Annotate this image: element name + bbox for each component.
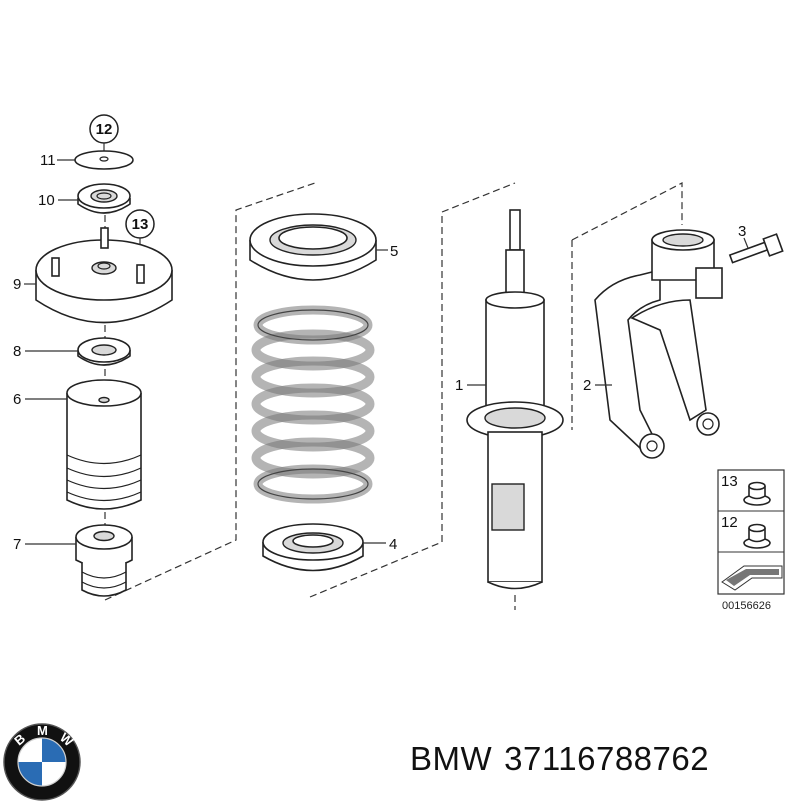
- callout-8: 8: [13, 343, 78, 360]
- svg-text:5: 5: [390, 243, 398, 260]
- callout-2: 2: [583, 377, 612, 394]
- svg-text:2: 2: [583, 377, 591, 394]
- callout-1: 1: [455, 377, 486, 394]
- fastener-legend: 13 12 00156626: [717, 469, 785, 612]
- part-3-bolt: [728, 233, 784, 264]
- brand-name: BMW: [410, 740, 493, 777]
- svg-text:1: 1: [455, 377, 463, 394]
- legend-flange-nut-12: [743, 523, 771, 549]
- part-10-bearing: [77, 183, 131, 214]
- callout-13-circled: 13: [125, 209, 155, 255]
- legend-flange-nut-13: [743, 481, 771, 506]
- legend-label-13: 13: [721, 473, 738, 490]
- callout-11: 11: [40, 152, 75, 169]
- svg-text:6: 6: [13, 391, 21, 408]
- legend-label-12: 12: [721, 514, 738, 531]
- part-2-wheel-carrier: [594, 229, 723, 459]
- part-6-dust-boot: [66, 379, 142, 510]
- svg-text:9: 9: [13, 276, 21, 293]
- svg-text:4: 4: [389, 536, 397, 553]
- legend-arrow-icon: [721, 565, 783, 591]
- part-number: 37116788762: [504, 740, 710, 777]
- svg-text:13: 13: [132, 216, 149, 233]
- part-4-lower-spring-seat: [262, 523, 364, 572]
- callout-5: 5: [376, 243, 398, 260]
- svg-text:11: 11: [40, 152, 56, 169]
- drawing-reference-code: 00156626: [722, 600, 771, 612]
- bmw-logo-icon: B M W: [3, 723, 81, 801]
- part-8-washer: [77, 337, 131, 366]
- svg-text:10: 10: [38, 192, 55, 209]
- part-1-shock-absorber: [466, 209, 564, 590]
- part-5-spring-pad: [249, 213, 377, 281]
- part-7-bump-stop: [75, 524, 133, 597]
- svg-text:12: 12: [96, 121, 113, 138]
- callout-6: 6: [13, 391, 67, 408]
- part-11-washer: [74, 150, 134, 170]
- svg-text:3: 3: [738, 223, 746, 240]
- part-9-strut-mount: [35, 227, 173, 324]
- logo-letter-m: M: [37, 723, 48, 738]
- part-caption: BMW 37116788762: [410, 740, 795, 784]
- svg-text:7: 7: [13, 536, 21, 553]
- callout-12-circled: 12: [89, 114, 119, 155]
- callout-4: 4: [363, 536, 397, 553]
- callout-9: 9: [13, 276, 36, 293]
- coil-spring: [251, 305, 375, 504]
- svg-text:8: 8: [13, 343, 21, 360]
- callout-3: 3: [738, 223, 749, 249]
- callout-7: 7: [13, 536, 76, 553]
- callout-10: 10: [38, 192, 78, 209]
